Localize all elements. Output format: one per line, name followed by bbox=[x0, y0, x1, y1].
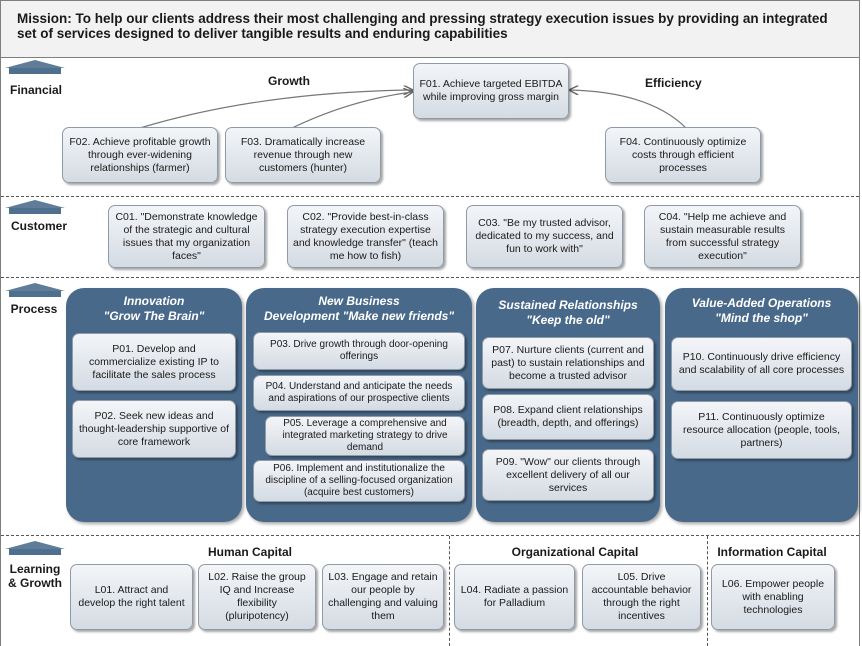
new-business-title-line2: Development "Make new friends" bbox=[263, 309, 455, 323]
objective-p09[interactable]: P09. "Wow" our clients through excellent… bbox=[482, 449, 654, 501]
customer-label: Customer bbox=[10, 219, 67, 233]
objective-p07[interactable]: P07. Nurture clients (current and past) … bbox=[482, 337, 654, 389]
innovation-title-line2: "Grow The Brain" bbox=[103, 309, 205, 323]
divider-human-org bbox=[449, 536, 450, 646]
sustained-relationships-title-line1: Sustained Relationships bbox=[498, 298, 638, 312]
financial-arrow-bar bbox=[9, 68, 61, 74]
objective-f01[interactable]: F01. Achieve targeted EBITDA while impro… bbox=[413, 63, 569, 119]
financial-arrow-icon bbox=[5, 60, 65, 68]
new-business-title: New Business Development "Make new frien… bbox=[246, 294, 472, 324]
objective-p10[interactable]: P10. Continuously drive efficiency and s… bbox=[671, 337, 852, 391]
link-f02-f01 bbox=[139, 90, 412, 129]
divider-process-learning bbox=[1, 535, 859, 536]
process-arrow-icon bbox=[5, 283, 65, 291]
objective-f04[interactable]: F04. Continuously optimize costs through… bbox=[605, 127, 761, 183]
objective-c02[interactable]: C02. "Provide best-in-class strategy exe… bbox=[287, 205, 444, 268]
objective-c04[interactable]: C04. "Help me achieve and sustain measur… bbox=[644, 205, 801, 268]
learning-arrow-icon bbox=[5, 541, 65, 549]
learning-label-line2: & Growth bbox=[8, 576, 62, 590]
objective-f03[interactable]: F03. Dramatically increase revenue throu… bbox=[225, 127, 381, 183]
process-label: Process bbox=[10, 302, 58, 316]
link-f03-f01 bbox=[291, 92, 412, 129]
divider-customer-process bbox=[1, 277, 859, 278]
information-capital-title: Information Capital bbox=[717, 545, 827, 559]
objective-c01[interactable]: C01. "Demonstrate knowledge of the strat… bbox=[108, 205, 265, 268]
objective-l02[interactable]: L02. Raise the group IQ and Increase fle… bbox=[198, 564, 316, 630]
objective-l05[interactable]: L05. Drive accountable behavior through … bbox=[582, 564, 701, 630]
human-capital-title: Human Capital bbox=[207, 545, 292, 559]
sustained-relationships-title-line2: "Keep the old" bbox=[526, 313, 610, 327]
objective-c03[interactable]: C03. "Be my trusted advisor, dedicated t… bbox=[466, 205, 623, 268]
value-added-operations-title: Value-Added Operations "Mind the shop" bbox=[665, 296, 858, 326]
frame-left-border bbox=[0, 57, 1, 646]
customer-arrow-bar bbox=[9, 208, 61, 214]
divider-org-info bbox=[707, 536, 708, 646]
objective-p06[interactable]: P06. Implement and institutionalize the … bbox=[253, 460, 465, 502]
learning-arrow-bar bbox=[9, 549, 61, 555]
value-added-operations-title-line1: Value-Added Operations bbox=[691, 296, 832, 310]
objective-p11[interactable]: P11. Continuously optimize resource allo… bbox=[671, 401, 852, 459]
objective-l04[interactable]: L04. Radiate a passion for Palladium bbox=[454, 564, 575, 630]
frame-right-border bbox=[859, 57, 860, 646]
objective-l03[interactable]: L03. Engage and retain our people by cha… bbox=[322, 564, 444, 630]
objective-p03[interactable]: P03. Drive growth through door-opening o… bbox=[253, 332, 465, 370]
divider-financial-customer bbox=[1, 196, 859, 197]
customer-arrow-icon bbox=[5, 200, 65, 208]
objective-f02[interactable]: F02. Achieve profitable growth through e… bbox=[62, 127, 218, 183]
efficiency-theme-label: Efficiency bbox=[645, 76, 702, 90]
objective-p05[interactable]: P05. Leverage a comprehensive and integr… bbox=[265, 416, 465, 456]
new-business-title-line1: New Business bbox=[318, 294, 400, 308]
process-arrow-bar bbox=[9, 291, 61, 297]
objective-l01[interactable]: L01. Attract and develop the right talen… bbox=[70, 564, 193, 630]
sustained-relationships-title: Sustained Relationships "Keep the old" bbox=[476, 298, 660, 328]
objective-p08[interactable]: P08. Expand client relationships (breadt… bbox=[482, 394, 654, 440]
link-f04-f01 bbox=[570, 90, 687, 129]
objective-l06[interactable]: L06. Empower people with enabling techno… bbox=[711, 564, 835, 630]
objective-p01[interactable]: P01. Develop and commercialize existing … bbox=[72, 333, 236, 391]
innovation-title-line1: Innovation bbox=[123, 294, 185, 308]
objective-p02[interactable]: P02. Seek new ideas and thought-leadersh… bbox=[72, 400, 236, 458]
organizational-capital-title: Organizational Capital bbox=[511, 545, 639, 559]
growth-theme-label: Growth bbox=[268, 74, 310, 88]
financial-label: Financial bbox=[9, 83, 62, 97]
value-added-operations-title-line2: "Mind the shop" bbox=[715, 311, 808, 325]
learning-label-line1: Learning bbox=[9, 562, 61, 576]
mission-statement: Mission: To help our clients address the… bbox=[0, 0, 860, 58]
learning-label: Learning & Growth bbox=[0, 562, 70, 590]
objective-p04[interactable]: P04. Understand and anticipate the needs… bbox=[253, 375, 465, 411]
innovation-title: Innovation "Grow The Brain" bbox=[66, 294, 242, 324]
